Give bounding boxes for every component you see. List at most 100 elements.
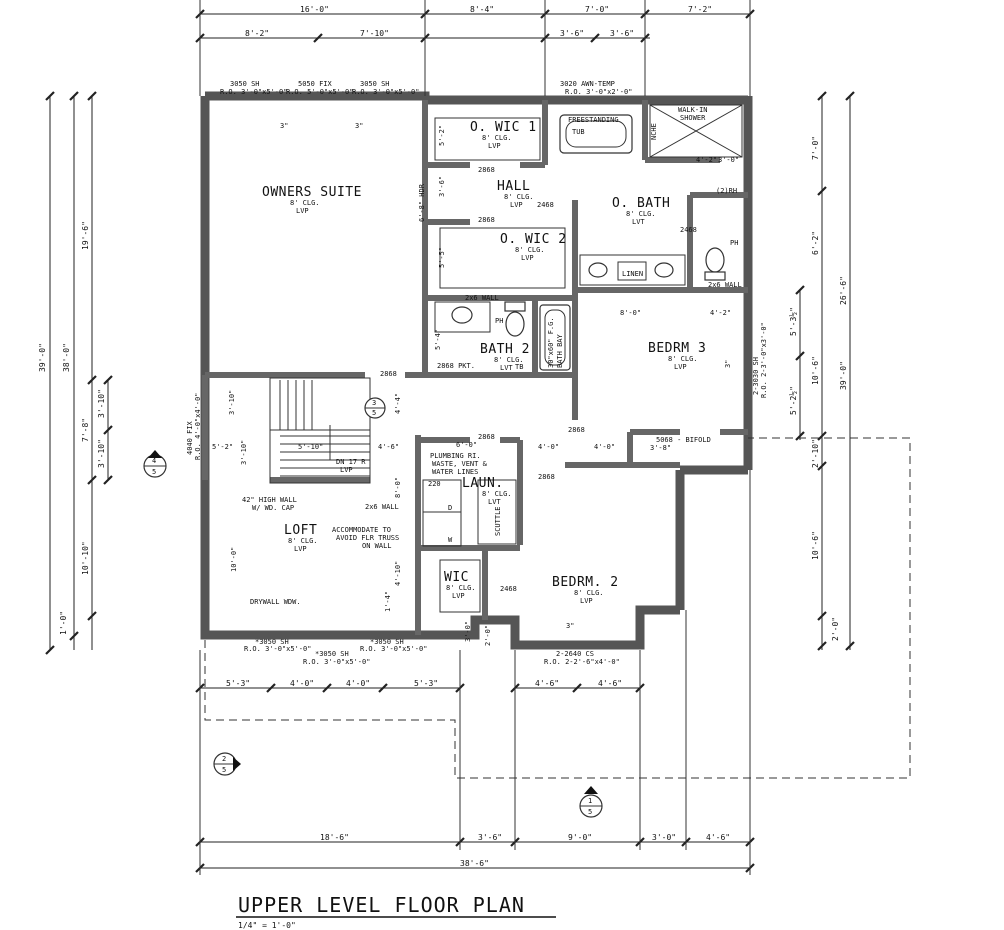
dim-right-g: 5'-2½"	[788, 386, 798, 415]
top-dimensions	[195, 0, 755, 96]
note-linen: LINEN	[622, 270, 643, 278]
inch-a: 3"	[280, 122, 288, 130]
door-2868-d: 2868	[478, 433, 495, 441]
room-obath: O. BATH	[612, 196, 670, 211]
room-bedrm3-floor: LVP	[674, 363, 687, 371]
section-mark-4-num: 4	[152, 457, 156, 465]
room-bedrm2: BEDRM. 2	[552, 575, 619, 590]
room-loft-floor: LVP	[294, 545, 307, 553]
dim-left-a: 19'-6"	[81, 221, 90, 250]
section-mark-2-num: 2	[222, 755, 226, 763]
dim-inner-18: 4'-4"	[394, 393, 402, 414]
dim-inner-14: 5'-4"	[434, 329, 442, 350]
note-accom-2: AVOID FLR TRUSS	[336, 534, 399, 542]
room-owic2-floor: LVP	[521, 254, 534, 262]
dim-top-3: 7'-0"	[585, 5, 609, 14]
plan-scale: 1/4" = 1'-0"	[238, 921, 296, 930]
dim-bottom-11: 4'-6"	[706, 833, 730, 842]
dim-right-d: 39'-0"	[839, 361, 848, 390]
section-marks	[143, 397, 603, 818]
note-bathbay: 30"x60" F.G.	[547, 317, 555, 368]
dim-inner-4: 4'-2"	[710, 309, 731, 317]
dim-inner-1: 4'-2"	[696, 156, 717, 164]
dim-inner-16: 3'-10"	[228, 390, 236, 415]
note-drywall: DRYWALL WDW.	[250, 598, 301, 606]
room-bedrm2-clg: 8' CLG.	[574, 589, 604, 597]
note-4040-fix: 4040 FIX	[186, 420, 194, 455]
dim-inner-11: 5'-10"	[298, 443, 323, 451]
right-dimensions	[795, 91, 855, 651]
section-mark-2-sheet: 5	[222, 766, 226, 774]
window-top-4: 3020 AWN-TEMP	[560, 80, 615, 88]
note-dn-lvp: LVP	[340, 466, 353, 474]
note-ph1: PH	[730, 239, 738, 247]
note-highwall-1: 42" HIGH WALL	[242, 496, 297, 504]
door-2868-c: 2868	[380, 370, 397, 378]
note-nche: NCHE	[650, 123, 658, 140]
window-bottom-3-ro: R.O. 3'-0"x5'-0"	[360, 645, 427, 653]
note-highwall-2: W/ WD. CAP	[252, 504, 294, 512]
dim-inner-15: 3'-6"	[438, 176, 446, 197]
dim-right-h: 2'-10"	[811, 439, 820, 468]
dim-bottom-4: 5'-3"	[414, 679, 438, 688]
section-mark-1-num: 1	[588, 797, 592, 805]
room-bedrm2-floor: LVP	[580, 597, 593, 605]
dim-left-h: 1'-0"	[59, 611, 68, 635]
dim-left-d: 7'-8"	[81, 418, 90, 442]
dim-right-f: 10'-6"	[811, 356, 820, 385]
note-shower: SHOWER	[680, 114, 706, 122]
room-laun: LAUN.	[462, 476, 504, 491]
window-bottom-2-ro: R.O. 3'-0"x5'-0"	[303, 658, 370, 666]
window-bottom-1: *3050 SH	[255, 638, 289, 646]
dim-top-8: 3'-6"	[610, 29, 634, 38]
room-bath2: BATH 2	[480, 342, 530, 357]
dim-right-e: 5'-3½"	[788, 307, 798, 336]
dim-inner-3: 8'-0"	[620, 309, 641, 317]
dim-right-c: 26'-6"	[839, 276, 848, 305]
window-top-2: 5050 FIX	[298, 80, 333, 88]
window-bottom-4: 2-2640 CS	[556, 650, 594, 658]
note-2x6wall-c: 2x6 WALL	[365, 503, 399, 511]
room-owners-suite-clg: 8' CLG.	[290, 199, 320, 207]
note-ph2: PH	[495, 317, 503, 325]
dim-bottom-3: 4'-0"	[346, 679, 370, 688]
room-owners-suite-floor: LVP	[296, 207, 309, 215]
note-accom-1: ACCOMMODATE TO	[332, 526, 391, 534]
room-bath2-clg: 8' CLG.	[494, 356, 524, 364]
room-bedrm3-clg: 8' CLG.	[668, 355, 698, 363]
window-top-3-ro: R.O. 3'-0"x5'-0"	[352, 88, 419, 96]
note-dryer: D	[448, 504, 452, 512]
room-loft-clg: 8' CLG.	[288, 537, 318, 545]
dim-inner-12: 5'-2"	[438, 125, 446, 146]
dim-top-7: 3'-6"	[560, 29, 584, 38]
note-freestanding: FREESTANDING	[568, 116, 619, 124]
dim-top-2: 8'-4"	[470, 5, 494, 14]
dim-left-g: 10'-10"	[81, 541, 90, 575]
note-220: 220	[428, 480, 441, 488]
room-owners-suite: OWNERS SUITE	[262, 185, 362, 200]
room-hall-floor: LVP	[510, 201, 523, 209]
room-owic1-floor: LVP	[488, 142, 501, 150]
dim-inner-6: 4'-0"	[538, 443, 559, 451]
door-2468-c: 2468	[500, 585, 517, 593]
dim-bottom-9: 9'-0"	[568, 833, 592, 842]
dim-inner-7: 4'-0"	[594, 443, 615, 451]
door-2468-b: 2468	[680, 226, 697, 234]
dim-bottom-8: 3'-6"	[478, 833, 502, 842]
dim-inner-17: 3'-10"	[240, 440, 248, 465]
note-2x6wall-b: 2x6 WALL	[465, 294, 499, 302]
room-owic1: O. WIC 1	[470, 120, 537, 135]
dim-right-i: 10'-6"	[811, 531, 820, 560]
room-wic-floor: LVP	[452, 592, 465, 600]
door-2868-f: 2868	[538, 473, 555, 481]
room-owic2: O. WIC 2	[500, 232, 567, 247]
dim-inner-22: 1'-4"	[384, 591, 392, 612]
dim-left-b: 38'-0"	[62, 343, 71, 372]
dim-right-b: 6'-2"	[811, 231, 820, 255]
dim-inner-8: 3'-8"	[650, 444, 671, 452]
section-mark-4-sheet: 5	[152, 468, 156, 476]
window-top-3: 3050 SH	[360, 80, 390, 88]
note-tb: TB	[515, 363, 523, 371]
section-mark-3-sheet: 5	[372, 409, 376, 417]
